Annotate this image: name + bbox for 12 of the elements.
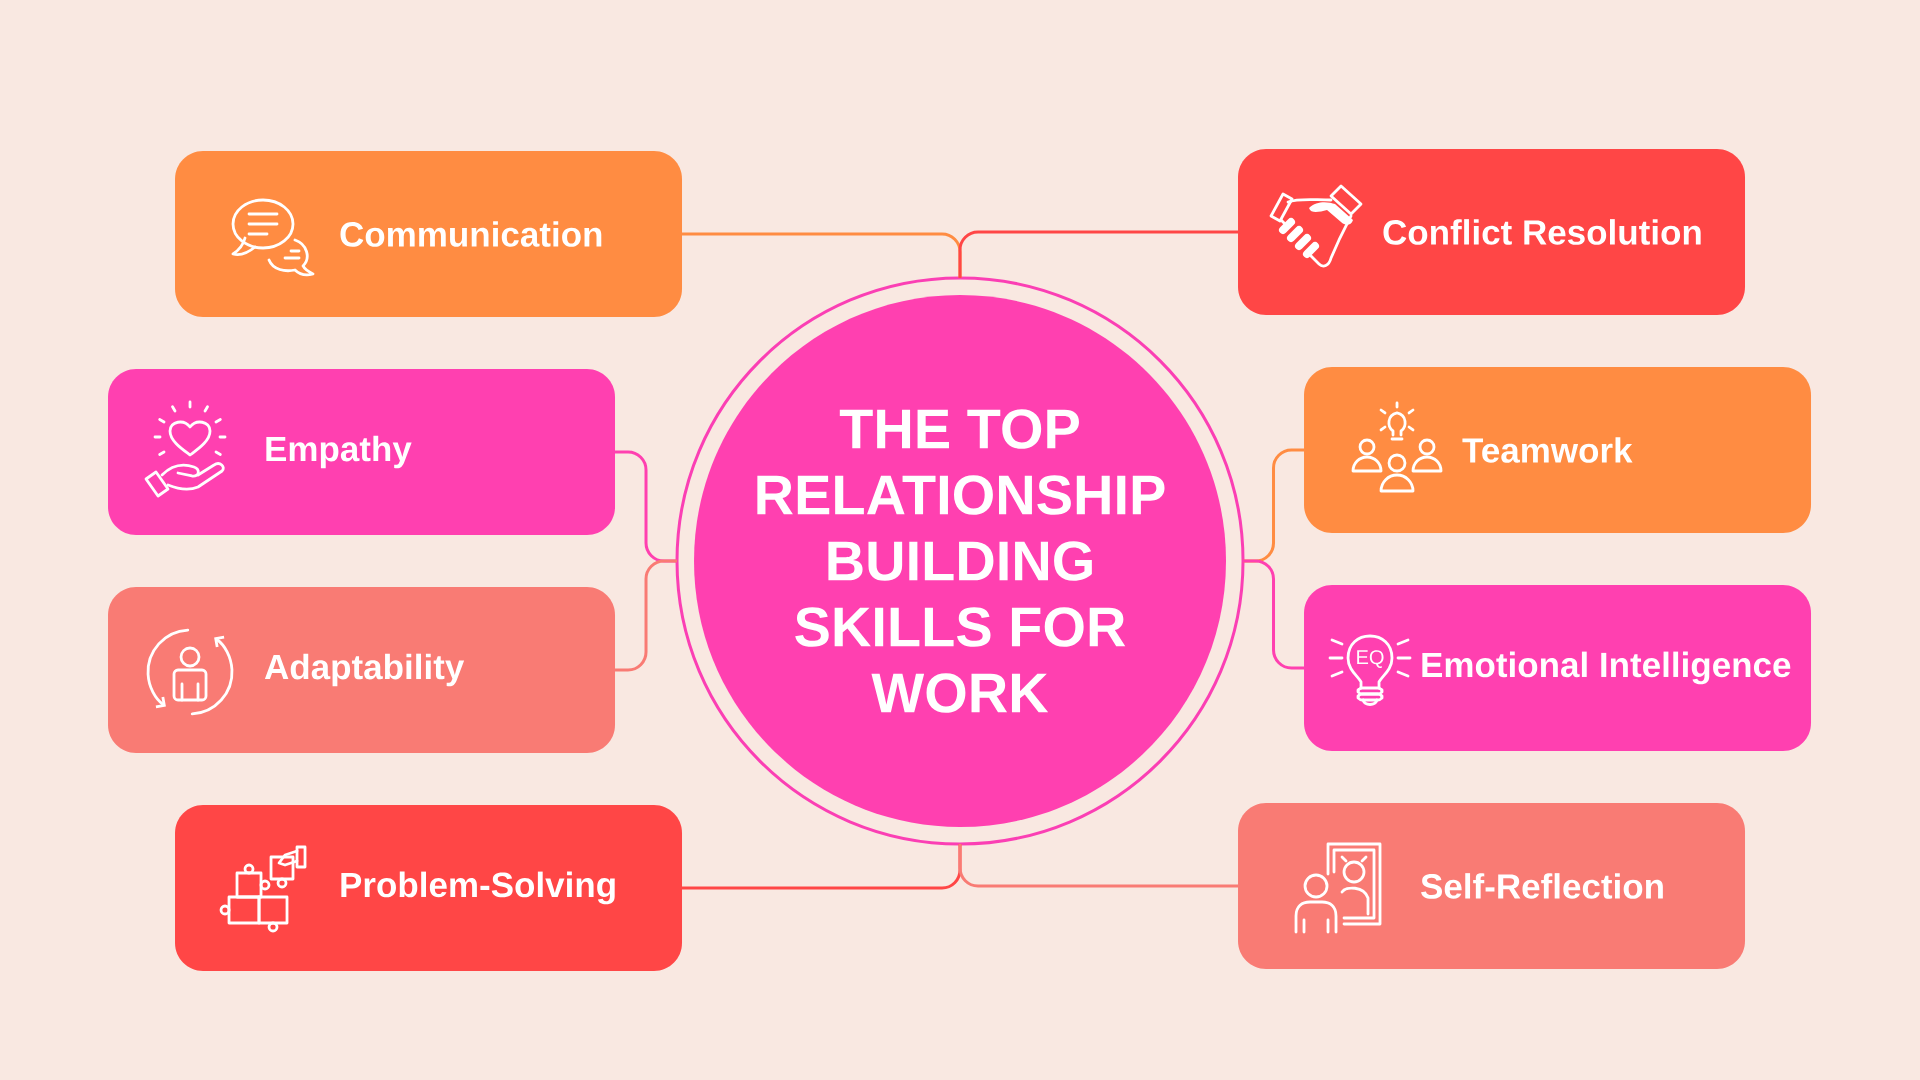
connector-line (958, 844, 1238, 888)
connector-line (615, 559, 677, 672)
skill-box: Conflict Resolution (1238, 149, 1745, 315)
icon-label: EQ (1357, 650, 1384, 668)
skill-box: Adaptability (108, 587, 615, 753)
skill-box: Self-Reflection (1238, 803, 1745, 969)
skill-box: Problem-Solving (175, 805, 682, 971)
skill-box: Communication (175, 151, 682, 317)
skill-box: Empathy (108, 369, 615, 535)
connector-line (1243, 559, 1304, 670)
connector-line (958, 230, 1238, 278)
skill-box: Teamwork (1304, 367, 1811, 533)
